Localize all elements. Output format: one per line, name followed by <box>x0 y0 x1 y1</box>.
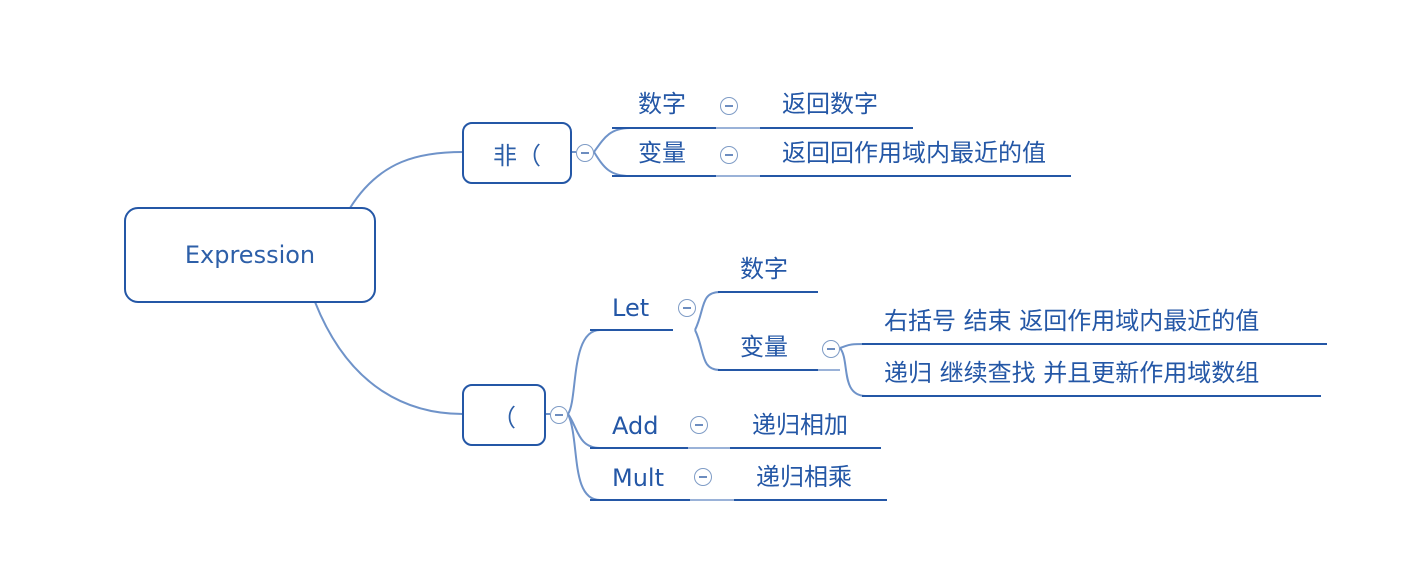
collapse-toggle-not-bianliang-icon[interactable] <box>720 146 738 164</box>
edge-var-close <box>839 343 867 349</box>
node-add-result[interactable]: 递归相加 <box>752 411 848 439</box>
edge-root-not <box>349 151 464 209</box>
collapse-toggle-let-icon[interactable] <box>678 299 696 317</box>
node-var-recurse[interactable]: 递归 继续查找 并且更新作用域数组 <box>884 359 1260 387</box>
collapse-toggle-let-bianliang-icon[interactable] <box>822 340 840 358</box>
node-not[interactable]: 非（ <box>462 122 572 184</box>
node-let[interactable]: Let <box>612 294 650 322</box>
node-let-shuzi[interactable]: 数字 <box>740 255 788 283</box>
collapse-toggle-mult-icon[interactable] <box>694 468 712 486</box>
node-add[interactable]: Add <box>612 412 659 440</box>
collapse-toggle-not-shuzi-icon[interactable] <box>720 97 738 115</box>
node-var-close[interactable]: 右括号 结束 返回作用域内最近的值 <box>884 307 1260 335</box>
node-mult[interactable]: Mult <box>612 464 664 492</box>
edge-root-paren <box>314 301 464 415</box>
node-not-bianliang[interactable]: 变量 <box>638 139 686 167</box>
node-not-shuzi[interactable]: 数字 <box>638 90 686 118</box>
node-not-label: 非（ <box>493 141 541 170</box>
edge-var-recurse <box>839 347 867 397</box>
edge-paren-mult <box>567 413 601 501</box>
root-node-label: Expression <box>184 241 316 269</box>
edge-not-bianliang <box>593 151 631 177</box>
edge-let-bianliang <box>694 329 721 371</box>
node-let-bianliang[interactable]: 变量 <box>740 333 788 361</box>
edge-paren-let <box>567 329 601 415</box>
node-not-bianliang-result[interactable]: 返回回作用域内最近的值 <box>782 139 1046 167</box>
edge-let-shuzi <box>694 291 721 331</box>
node-not-shuzi-result[interactable]: 返回数字 <box>782 90 878 118</box>
collapse-toggle-paren-icon[interactable] <box>550 406 568 424</box>
collapse-toggle-not-icon[interactable] <box>576 144 594 162</box>
collapse-toggle-add-icon[interactable] <box>690 416 708 434</box>
node-paren[interactable]: （ <box>462 384 546 446</box>
root-node[interactable]: Expression <box>124 207 376 303</box>
edge-not-shuzi <box>593 127 631 153</box>
node-paren-label: （ <box>492 403 516 432</box>
node-mult-result[interactable]: 递归相乘 <box>756 463 852 491</box>
